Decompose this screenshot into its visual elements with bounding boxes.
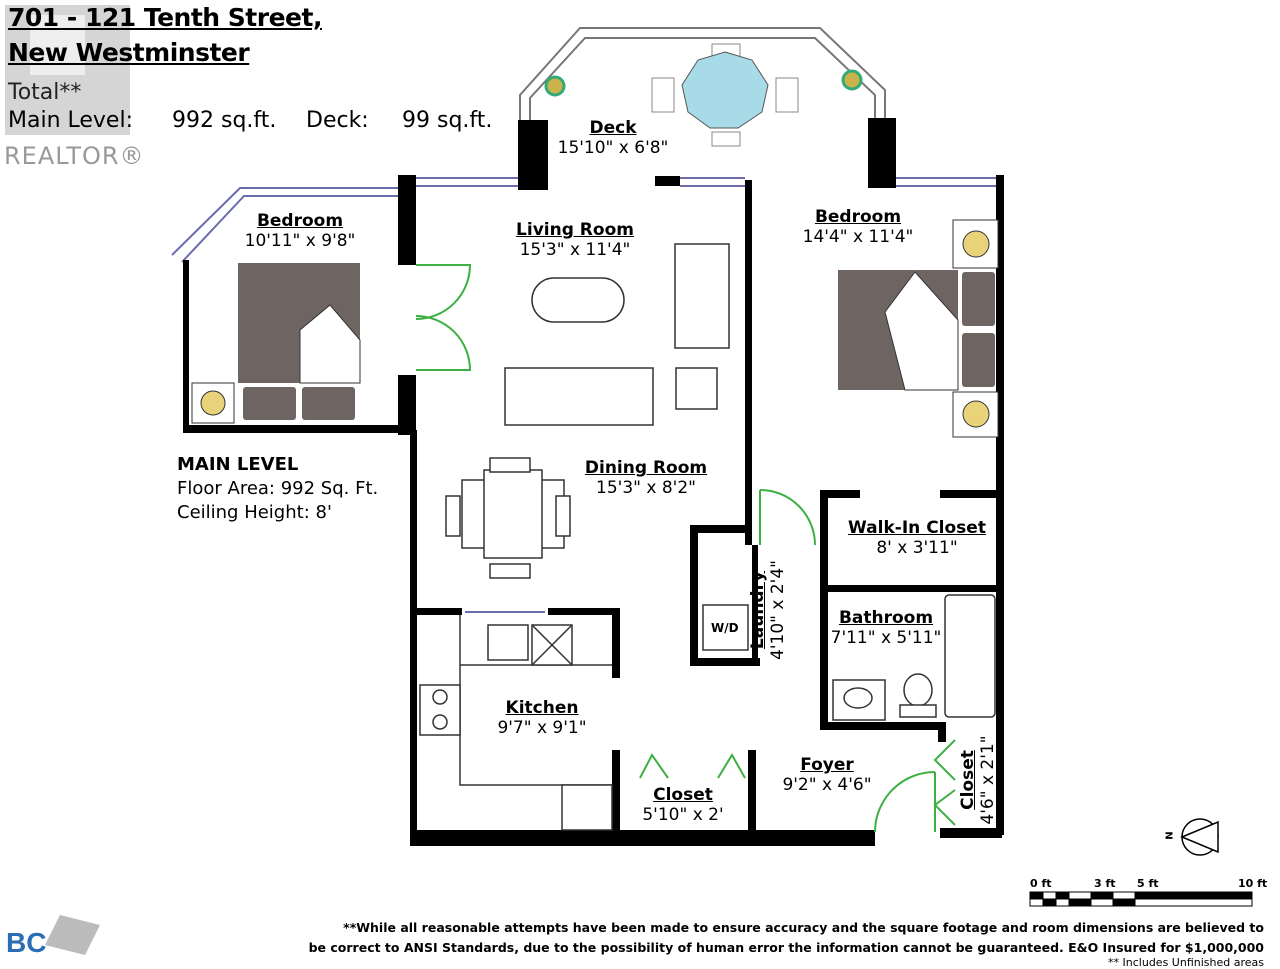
room-dims: 10'11" x 9'8"	[244, 231, 356, 251]
room-dims: 8' x 3'11"	[876, 538, 958, 558]
washer-dryer	[702, 604, 749, 651]
deck-value: 99 sq.ft.	[402, 108, 493, 133]
summary-heading: MAIN LEVEL	[177, 454, 299, 475]
disclaimer-line: **While all reasonable attempts have bee…	[343, 920, 1264, 935]
scale-bar	[1029, 891, 1253, 907]
deck-label: Deck:	[306, 108, 369, 133]
room-dims: 9'7" x 9'1"	[497, 718, 587, 738]
compass-north-label: N	[1164, 831, 1176, 840]
room-dims: 4'10" x 2'4"	[768, 560, 788, 660]
room-dims: 15'3" x 11'4"	[519, 240, 631, 260]
plant-icon	[841, 69, 863, 91]
room-dims: 5'10" x 2'	[642, 805, 724, 825]
plant-icon	[544, 75, 566, 97]
doors	[415, 264, 956, 833]
ceiling-height: Ceiling Height: 8'	[177, 502, 332, 523]
walls	[183, 118, 1004, 846]
room-name: Dining Room	[584, 458, 708, 478]
deck-outline	[519, 27, 886, 125]
room-name: Bedroom	[814, 207, 902, 227]
svg-text:BC: BC	[6, 927, 46, 958]
room-dims: 14'4" x 11'4"	[802, 227, 914, 247]
scale-label: 3 ft	[1094, 877, 1116, 890]
floor-area: Floor Area: 992 Sq. Ft.	[177, 478, 379, 499]
bathroom-fixtures	[702, 594, 996, 721]
main-level-label: Main Level:	[8, 108, 133, 133]
address-line-2: New Westminster	[8, 38, 250, 67]
room-dims: 9'2" x 4'6"	[782, 775, 872, 795]
room-name: Bathroom	[838, 608, 934, 628]
room-name: Bedroom	[256, 211, 344, 231]
room-name: Living Room	[516, 220, 634, 240]
scale-label: 10 ft	[1238, 877, 1268, 890]
washer-dryer-label: W/D	[711, 621, 739, 635]
realtor-watermark-text: REALTOR®	[4, 142, 145, 170]
main-level-value: 992 sq.ft.	[172, 108, 277, 133]
room-dims: 7'11" x 5'11"	[830, 628, 942, 648]
kitchen-fixtures	[419, 615, 613, 831]
room-name: Deck	[589, 118, 637, 138]
disclaimer-line: be correct to ANSI Standards, due to the…	[308, 940, 1264, 955]
deck-table	[651, 43, 799, 147]
compass-icon	[1180, 818, 1219, 856]
disclaimer: **While all reasonable attempts have bee…	[309, 918, 1264, 968]
bed-right-bedroom	[838, 219, 999, 438]
room-name: Laundry	[748, 570, 768, 650]
room-name: Closet	[653, 785, 713, 805]
room-dims: 15'10" x 6'8"	[557, 138, 669, 158]
scale-label: 5 ft	[1137, 877, 1159, 890]
room-dims: 4'6" x 2'1"	[978, 735, 998, 825]
realtor-watermark-icon	[5, 5, 130, 135]
bed-left-bedroom	[191, 263, 361, 424]
room-dims: 15'3" x 8'2"	[596, 478, 696, 498]
main-level-summary: MAIN LEVEL Floor Area: 992 Sq. Ft. Ceili…	[177, 453, 378, 525]
room-name: Foyer	[800, 755, 854, 775]
address-line-1: 701 - 121 Tenth Street,	[8, 3, 322, 32]
room-name: Kitchen	[505, 698, 579, 718]
total-label: Total**	[8, 80, 82, 105]
room-name: Walk-In Closet	[848, 518, 986, 538]
living-room-furniture	[445, 243, 730, 579]
room-name: Closet	[958, 750, 978, 810]
bc-floor-plans-logo: BC	[6, 915, 100, 958]
windows	[171, 177, 1000, 613]
scale-label: 0 ft	[1030, 877, 1052, 890]
